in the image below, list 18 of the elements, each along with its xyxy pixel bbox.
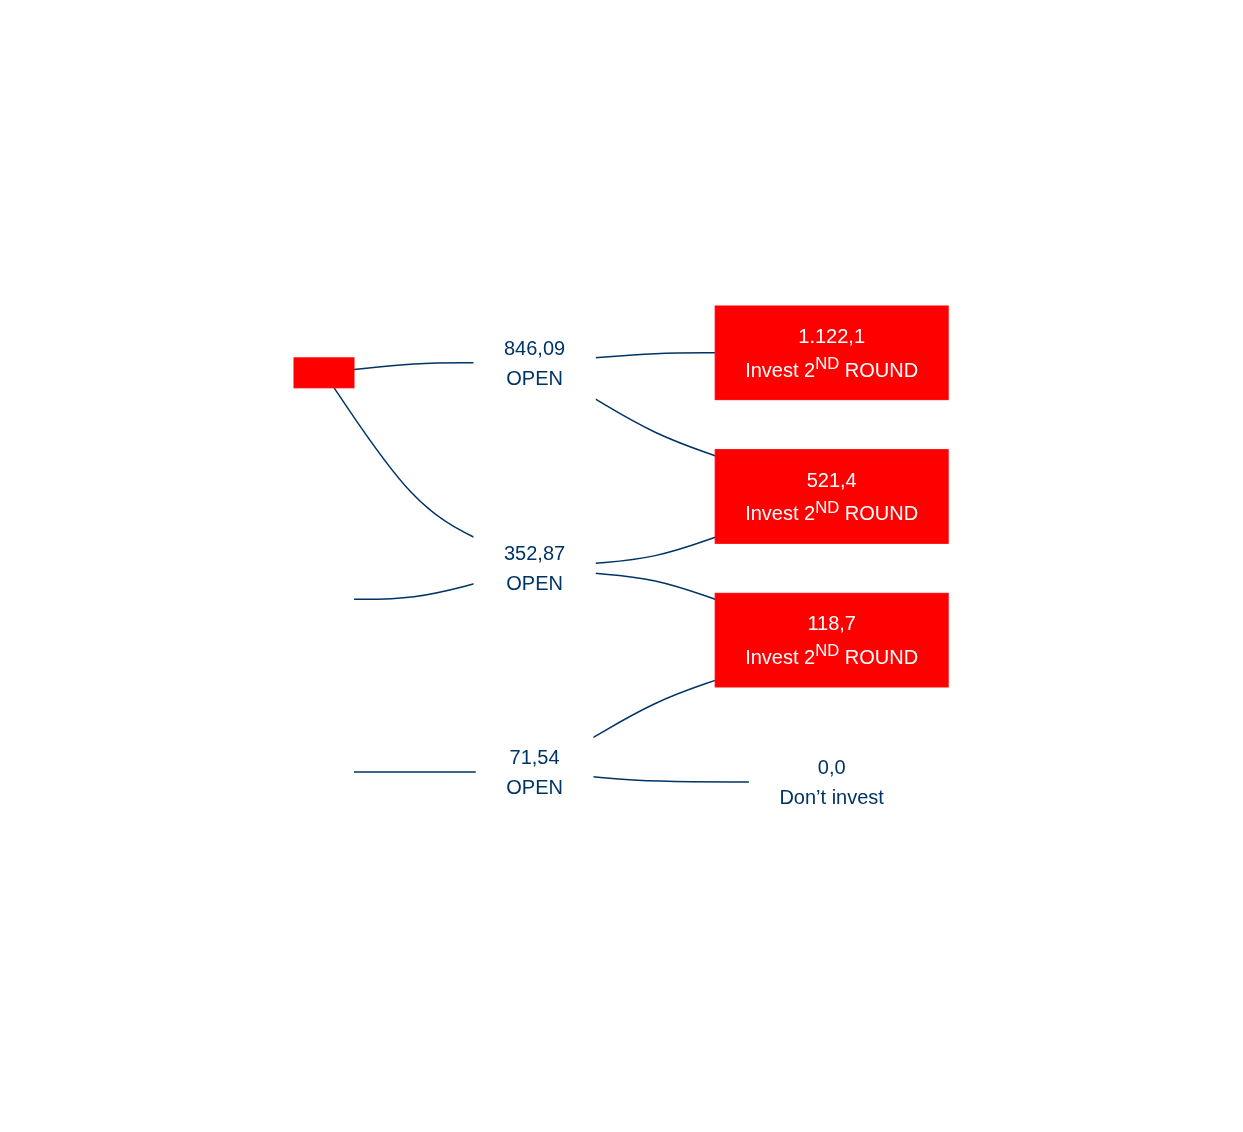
node-text: 71,54 OPEN: [506, 745, 564, 798]
node-box: 118,7 Invest 2$^{ND}$ ROUND: [715, 592, 950, 687]
connector: [594, 397, 717, 456]
node-text: 0,0 Don’t invest: [779, 755, 885, 808]
connector: [353, 770, 478, 773]
connector: [333, 386, 476, 538]
connector: [592, 775, 751, 783]
connector: [353, 361, 476, 370]
node-text: 846,09 OPEN: [504, 336, 566, 389]
connector: [594, 536, 717, 564]
connector: [353, 582, 476, 600]
node-box: [293, 356, 355, 388]
connector: [592, 679, 717, 738]
connector: [594, 572, 717, 600]
node-box: 521,4 Invest 2$^{ND}$ ROUND: [715, 448, 950, 544]
node-text: 352,87 OPEN: [504, 541, 566, 594]
connector: [594, 351, 717, 359]
node-box: 1.122,1 Invest 2$^{ND}$ ROUND: [715, 305, 950, 400]
